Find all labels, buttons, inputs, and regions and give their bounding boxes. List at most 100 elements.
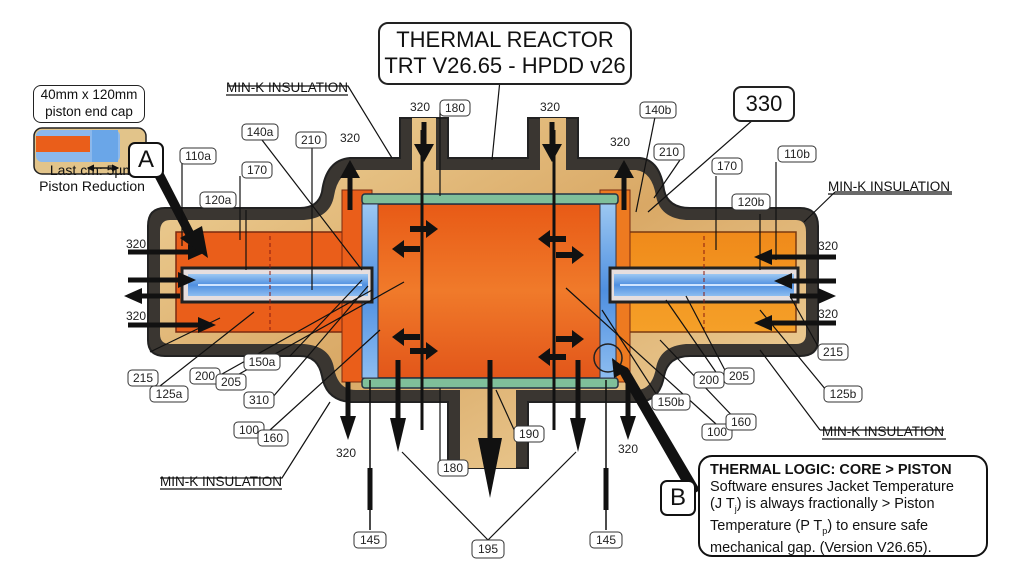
title-box: THERMAL REACTOR TRT V26.65 - HPDD v26	[378, 22, 632, 85]
label-160-right: 160	[725, 413, 757, 431]
core-flow-arrows	[392, 220, 584, 366]
callout-b: B	[660, 480, 696, 516]
label-150b: 150b	[651, 393, 691, 411]
label-145-left: 145	[353, 531, 387, 549]
label-205-right: 205	[723, 367, 755, 385]
label-160-left: 160	[257, 429, 289, 447]
top-plate	[361, 193, 619, 205]
svg-text:MIN-K INSULATION: MIN-K INSULATION	[226, 80, 348, 95]
svg-text:100: 100	[707, 425, 727, 439]
label-110b: 110b	[777, 145, 817, 163]
label-200-right: 200	[693, 371, 725, 389]
svg-text:320: 320	[126, 237, 146, 251]
svg-text:210: 210	[301, 133, 321, 147]
svg-text:190: 190	[519, 427, 539, 441]
svg-text:120b: 120b	[738, 195, 765, 209]
label-150a: 150a	[243, 353, 281, 371]
flow-labels: 320 320 320 320 320 320 320 320 320 320	[126, 100, 838, 460]
label-170-left: 170	[241, 161, 273, 179]
svg-text:320: 320	[540, 100, 560, 114]
reference-330: 330	[733, 86, 795, 122]
svg-text:150b: 150b	[658, 395, 685, 409]
logic-sub-j: j	[734, 503, 737, 514]
svg-text:145: 145	[596, 533, 616, 547]
title-line-2: TRT V26.65 - HPDD v26	[384, 53, 626, 78]
label-210-left: 210	[295, 131, 327, 149]
svg-text:MIN-K INSULATION: MIN-K INSULATION	[160, 474, 282, 489]
svg-text:205: 205	[221, 375, 241, 389]
svg-text:125a: 125a	[156, 387, 183, 401]
label-215-right: 215	[817, 343, 849, 361]
label-170-right: 170	[711, 157, 743, 175]
note-line-1: Last cm: 5µm	[49, 162, 135, 178]
thermal-logic-box: THERMAL LOGIC: CORE > PISTON Software en…	[698, 455, 988, 557]
svg-text:140a: 140a	[247, 125, 274, 139]
svg-text:110a: 110a	[185, 149, 211, 163]
svg-text:320: 320	[410, 100, 430, 114]
svg-text:180: 180	[445, 101, 465, 115]
svg-text:320: 320	[336, 446, 356, 460]
logic-line-2: (J Tj) is always fractionally > Piston	[710, 496, 976, 518]
svg-text:320: 320	[340, 131, 360, 145]
label-310: 310	[243, 391, 275, 409]
label-145-right: 145	[589, 531, 623, 549]
note-line-2: Piston Reduction	[39, 178, 145, 194]
svg-text:145: 145	[360, 533, 380, 547]
label-120b: 120b	[731, 193, 771, 211]
svg-text:170: 170	[247, 163, 267, 177]
callout-a: A	[128, 142, 164, 178]
logic-line-3b: ) to ensure safe	[827, 517, 929, 534]
label-120a: 120a	[199, 191, 237, 209]
label-195: 195	[471, 539, 505, 559]
svg-text:320: 320	[126, 309, 146, 323]
label-125b: 125b	[823, 385, 863, 403]
svg-text:160: 160	[731, 415, 751, 429]
label-140b: 140b	[639, 101, 677, 119]
label-125a: 125a	[149, 385, 189, 403]
svg-text:205: 205	[729, 369, 749, 383]
svg-text:120a: 120a	[205, 193, 232, 207]
label-100-left: 100	[233, 421, 265, 439]
svg-text:210: 210	[659, 145, 679, 159]
svg-text:200: 200	[699, 373, 719, 387]
label-180-bottom: 180	[437, 459, 469, 477]
logic-line-3a: Temperature (P T	[710, 517, 823, 534]
svg-text:320: 320	[818, 307, 838, 321]
svg-text:125b: 125b	[830, 387, 857, 401]
svg-text:MIN-K INSULATION: MIN-K INSULATION	[828, 179, 950, 194]
svg-text:180: 180	[443, 461, 463, 475]
svg-text:100: 100	[239, 423, 259, 437]
core	[367, 203, 613, 379]
svg-text:320: 320	[618, 442, 638, 456]
thermal-logic-title: THERMAL LOGIC: CORE > PISTON	[710, 462, 952, 478]
svg-text:160: 160	[263, 431, 283, 445]
svg-text:200: 200	[195, 369, 215, 383]
svg-text:320: 320	[818, 239, 838, 253]
svg-text:110b: 110b	[784, 147, 810, 161]
label-140a: 140a	[241, 123, 279, 141]
end-cap-caption-line-1: 40mm x 120mm	[40, 87, 138, 102]
svg-text:215: 215	[823, 345, 843, 359]
part-labels: 110a 120a 170 140a 210 180 140b 210 170 …	[127, 99, 863, 559]
svg-text:150a: 150a	[249, 355, 276, 369]
label-205-left: 205	[215, 373, 247, 391]
logic-line-2a: (J T	[710, 496, 735, 512]
piston-reduction-note: Last cm: 5µm Piston Reduction	[28, 162, 156, 194]
label-180-top: 180	[439, 99, 471, 117]
logic-line-3: Temperature (P Tp) to ensure safe	[710, 518, 976, 540]
label-110a: 110a	[179, 147, 217, 165]
logic-line-1: Software ensures Jacket Temperature	[710, 479, 954, 495]
title-line-1: THERMAL REACTOR	[396, 27, 614, 52]
label-215-left: 215	[127, 369, 159, 387]
label-190: 190	[513, 425, 545, 443]
thermal-logic-body: Software ensures Jacket Temperature (J T…	[710, 479, 976, 557]
end-cap-inset	[33, 127, 147, 175]
logic-line-4: mechanical gap. (Version V26.65).	[710, 539, 932, 556]
svg-text:140b: 140b	[645, 103, 672, 117]
end-cap-caption-line-2: piston end cap	[45, 104, 133, 119]
insulation-labels: MIN-K INSULATION MIN-K INSULATION MIN-K …	[160, 80, 950, 489]
svg-text:MIN-K INSULATION: MIN-K INSULATION	[822, 424, 944, 439]
svg-text:170: 170	[717, 159, 737, 173]
label-100-right: 100	[701, 423, 733, 441]
